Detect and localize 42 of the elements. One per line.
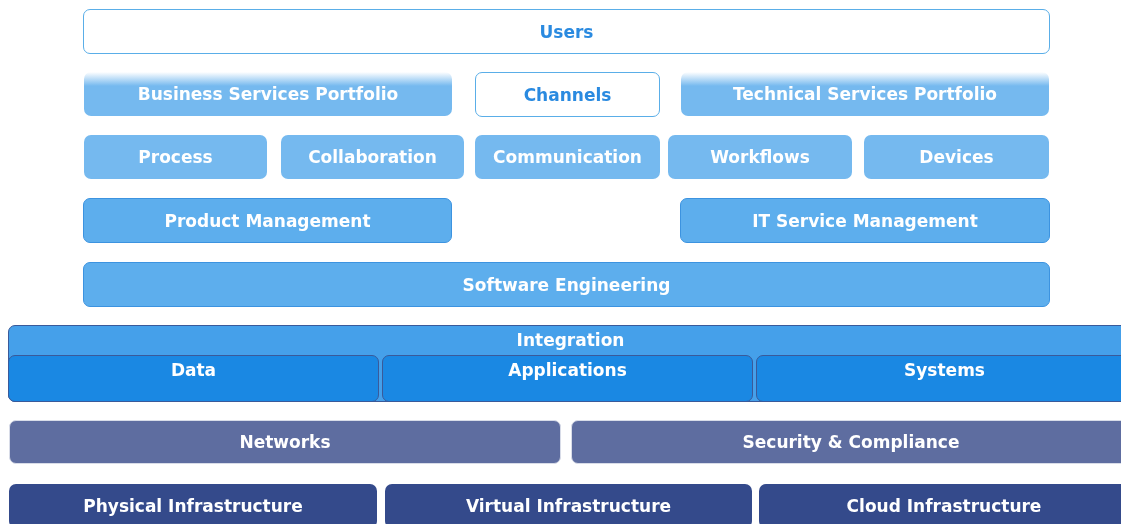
- layer-label: Networks: [238, 432, 332, 452]
- layer-label: Business Services Portfolio: [136, 84, 400, 104]
- layer-box: [756, 355, 1121, 402]
- layer-label: Software Engineering: [461, 274, 672, 295]
- layer-box: [475, 72, 660, 117]
- layer-box: [759, 484, 1121, 524]
- layer-box: [84, 72, 452, 116]
- layer-label: Collaboration: [307, 147, 438, 167]
- layer-box: [475, 135, 660, 179]
- layer-panel: [8, 325, 1121, 402]
- layer-label: Product Management: [163, 210, 372, 231]
- layer-label: Technical Services Portfolio: [731, 84, 998, 104]
- layer-label: Workflows: [709, 147, 811, 167]
- layer-box: [681, 72, 1049, 116]
- layer-label: Applications: [507, 360, 628, 380]
- layer-box: [9, 420, 561, 464]
- layer-label: Process: [137, 147, 214, 167]
- layer-label: Systems: [903, 360, 986, 380]
- layer-label: Virtual Infrastructure: [464, 496, 673, 516]
- layer-box: [382, 355, 753, 402]
- layer-box: [281, 135, 464, 179]
- layer-box: [8, 355, 379, 402]
- panel-title: Integration: [515, 330, 626, 350]
- layer-box: [571, 420, 1121, 464]
- layer-box: [84, 135, 267, 179]
- layer-box: [385, 484, 752, 524]
- layer-box: [83, 198, 452, 243]
- layer-label: Security & Compliance: [741, 432, 961, 452]
- layer-label: Physical Infrastructure: [82, 496, 304, 516]
- layer-box: [680, 198, 1050, 243]
- layer-box: [9, 484, 377, 524]
- layer-label: Channels: [522, 84, 613, 105]
- layer-box: [668, 135, 852, 179]
- layer-box: [83, 9, 1050, 54]
- layer-label: Data: [169, 360, 218, 380]
- layer-label: Users: [538, 21, 595, 42]
- layer-label: Cloud Infrastructure: [845, 496, 1043, 516]
- layer-label: IT Service Management: [751, 210, 979, 231]
- layer-box: [83, 262, 1050, 307]
- layer-label: Communication: [492, 147, 643, 167]
- layer-box: [864, 135, 1049, 179]
- layer-label: Devices: [918, 147, 995, 167]
